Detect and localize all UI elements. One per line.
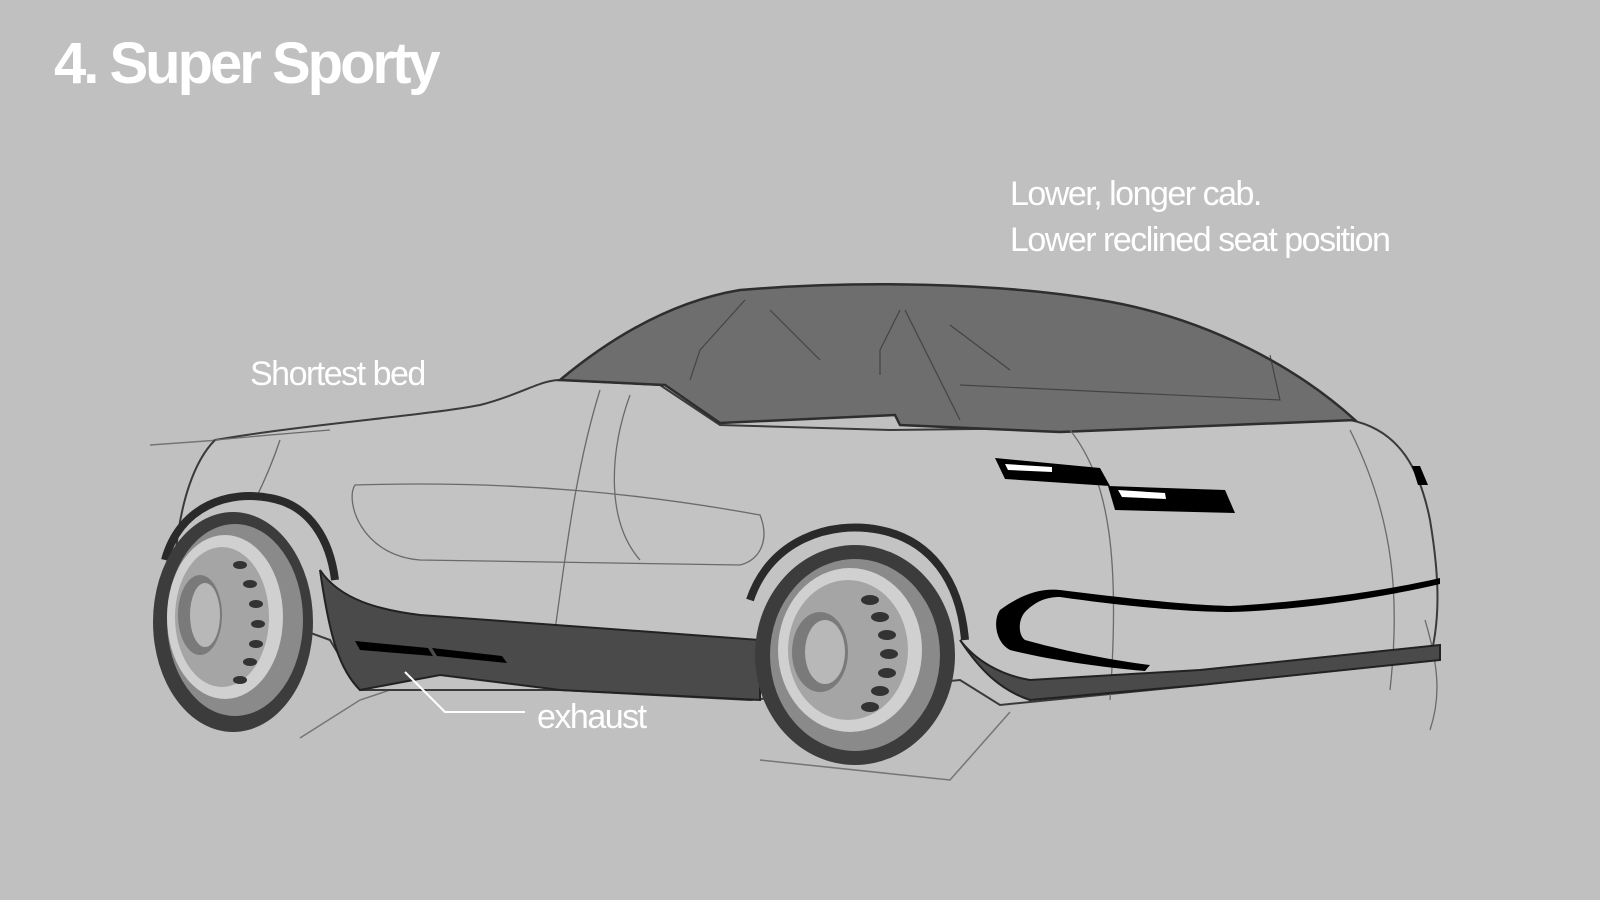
exhaust-slots [355, 641, 507, 663]
front-wheel [153, 512, 313, 732]
tail-lights [995, 458, 1428, 513]
slide-title: 4. Super Sporty [54, 31, 441, 96]
annotation-cab: Lower, longer cab. Lower reclined seat p… [1010, 171, 1391, 263]
car-roof-glass [556, 283, 1359, 434]
annotation-bed: Shortest bed [250, 355, 426, 393]
annotation-cab-line2: Lower reclined seat position [1010, 221, 1391, 259]
exhaust-leader-line [404, 671, 525, 713]
annotation-exhaust: exhaust [537, 698, 647, 736]
annotation-cab-line1: Lower, longer cab. [1010, 175, 1262, 213]
rear-bumper-accent [996, 578, 1440, 671]
rear-wheel [755, 545, 955, 765]
lower-cladding [319, 569, 761, 702]
